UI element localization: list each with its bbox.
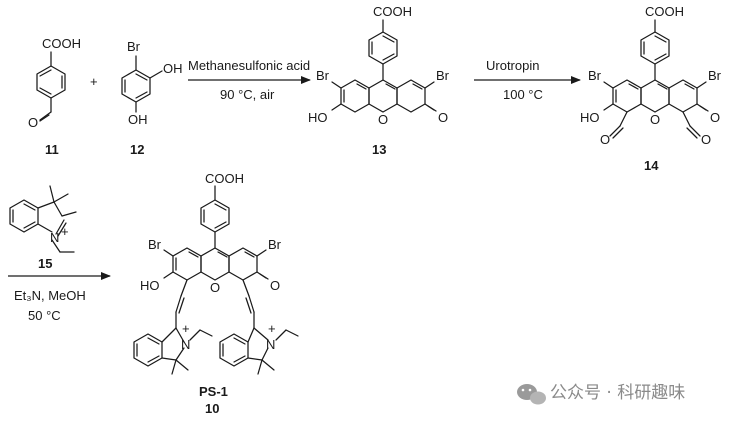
compound-number-12: 12 bbox=[130, 142, 144, 157]
compound-number-13: 13 bbox=[372, 142, 386, 157]
hydroxyl-label: HO bbox=[140, 278, 160, 293]
condition-90c-air: 90 °C, air bbox=[220, 87, 275, 102]
reagent-methanesulfonic-acid: Methanesulfonic acid bbox=[188, 58, 310, 73]
ring-oxygen-label: O bbox=[378, 112, 388, 127]
reagent-urotropin: Urotropin bbox=[486, 58, 539, 73]
compound-number-15: 15 bbox=[38, 256, 52, 271]
bromine-left-label: Br bbox=[148, 237, 162, 252]
keto-oxygen-label: O bbox=[270, 278, 280, 293]
compound-12: Br OH OH 12 bbox=[121, 39, 183, 157]
compound-number-10: 10 bbox=[205, 401, 219, 416]
compound-ps-1: COOH Br Br HO O O N + N + PS-1 10 bbox=[133, 171, 299, 416]
reaction-arrow-2: Urotropin 100 °C bbox=[474, 58, 581, 102]
bromine-right-label: Br bbox=[708, 68, 722, 83]
bromine-left-label: Br bbox=[588, 68, 602, 83]
wechat-icon bbox=[517, 384, 546, 405]
compound-name-ps-1: PS-1 bbox=[199, 384, 228, 399]
cooh-label: COOH bbox=[205, 171, 244, 186]
bromine-left-label: Br bbox=[316, 68, 330, 83]
plus-sign: + bbox=[90, 74, 98, 89]
compound-number-11: 11 bbox=[45, 142, 59, 157]
compound-15: N + 15 bbox=[9, 185, 77, 271]
reaction-arrow-3: Et₃N, MeOH 50 °C bbox=[8, 272, 111, 323]
keto-oxygen-label: O bbox=[710, 110, 720, 125]
reagent-et3n-meoh: Et₃N, MeOH bbox=[14, 288, 86, 303]
condition-50c: 50 °C bbox=[28, 308, 61, 323]
hydroxyl-top-label: OH bbox=[163, 61, 183, 76]
bromine-right-label: Br bbox=[268, 237, 282, 252]
hydroxyl-label: HO bbox=[308, 110, 328, 125]
reaction-arrow-1: Methanesulfonic acid 90 °C, air bbox=[188, 58, 311, 102]
bromine-right-label: Br bbox=[436, 68, 450, 83]
hydroxyl-bottom-label: OH bbox=[128, 112, 148, 127]
cooh-label: COOH bbox=[373, 4, 412, 19]
aldehyde-oxygen-label: O bbox=[28, 115, 38, 130]
hydroxyl-label: HO bbox=[580, 110, 600, 125]
formyl-right-oxygen-label: O bbox=[701, 132, 711, 147]
ring-oxygen-label: O bbox=[650, 112, 660, 127]
compound-number-14: 14 bbox=[644, 158, 659, 173]
cation-charge-label: + bbox=[61, 224, 69, 239]
nitrogen-label: N bbox=[50, 230, 59, 245]
compound-11: COOH O 11 bbox=[28, 36, 81, 157]
bromine-label: Br bbox=[127, 39, 141, 54]
condition-100c: 100 °C bbox=[503, 87, 543, 102]
nitrogen-right-label: N bbox=[266, 337, 275, 352]
watermark-text: 公众号 · 科研趣味 bbox=[550, 383, 685, 403]
watermark: 公众号 · 科研趣味 bbox=[517, 383, 685, 405]
formyl-left-oxygen-label: O bbox=[600, 132, 610, 147]
ring-oxygen-label: O bbox=[210, 280, 220, 295]
nitrogen-left-label: N bbox=[181, 337, 190, 352]
compound-13: COOH Br Br HO O O 13 bbox=[308, 4, 450, 157]
cooh-label: COOH bbox=[645, 4, 684, 19]
cooh-label: COOH bbox=[42, 36, 81, 51]
keto-oxygen-label: O bbox=[438, 110, 448, 125]
compound-14: COOH Br Br HO O O O O 14 bbox=[580, 4, 722, 173]
cation-charge-right-label: + bbox=[268, 321, 276, 336]
cation-charge-left-label: + bbox=[182, 321, 190, 336]
